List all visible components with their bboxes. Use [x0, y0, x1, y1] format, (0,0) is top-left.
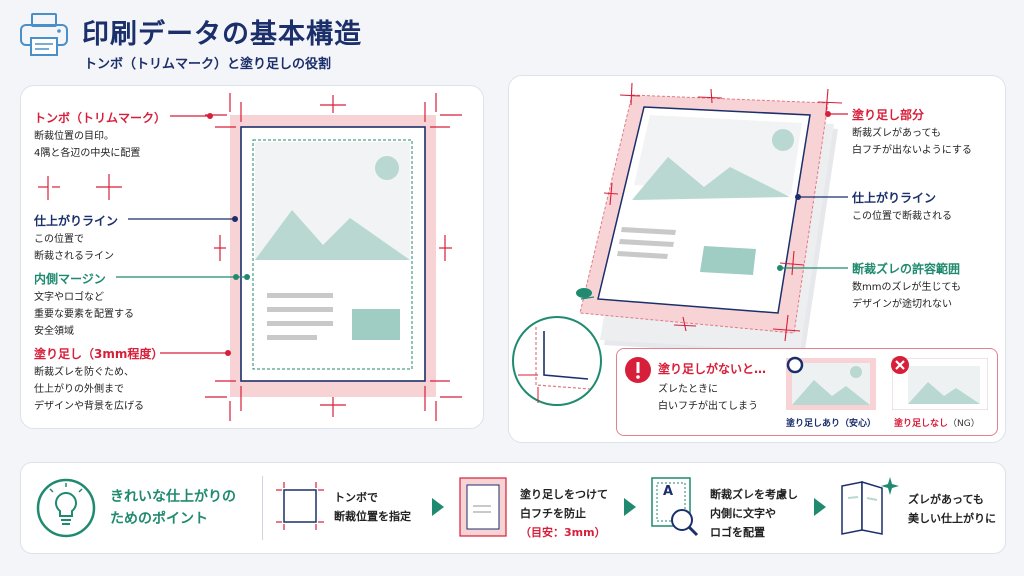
printer-icon	[20, 13, 68, 56]
page-title: 印刷データの基本構造	[82, 19, 362, 50]
warning-title: 塗り足しがないと…	[658, 362, 767, 376]
bleed-desc: 断裁ズレを防ぐため、 仕上がりの外側まで デザインや背景を広げる	[34, 367, 144, 412]
inner-margin-desc: 文字やロゴなど 重要な要素を配置する 安全領域	[34, 292, 134, 337]
inner-margin-label: 内側マージン	[34, 272, 106, 286]
lightbulb-icon	[36, 478, 96, 538]
trim-marks-label: トンボ（トリムマーク）	[34, 111, 167, 125]
arrow-right-icon	[814, 498, 826, 516]
magnifier-icon	[651, 477, 699, 537]
page-subtitle: トンボ（トリムマーク）と塗り足しの役割	[84, 57, 332, 72]
warning-desc: ズレたときに 白いフチが出てしまう	[658, 384, 758, 412]
trim-marks-desc: 断裁位置の目印。 4隅と各辺の中央に配置	[34, 131, 141, 159]
bleed-label: 塗り足し（3mm程度）	[34, 347, 164, 361]
without-bleed-caption: 塗り足しなし（NG）	[894, 419, 980, 429]
tolerance-label: 断裁ズレの許容範囲	[852, 262, 961, 276]
without-bleed-thumbnail	[892, 358, 988, 410]
sparkle-icon	[881, 477, 899, 495]
bleed-part-desc: 断裁ズレがあっても 白フチが出ないようにする	[852, 128, 972, 156]
step-4-text: ズレがあっても 美しい仕上がりに	[908, 493, 996, 525]
cross-circle-icon	[891, 356, 909, 374]
crop-mark-icon	[276, 482, 324, 530]
finish-line-label: 仕上がりライン	[34, 214, 119, 228]
warning-icon	[625, 357, 651, 383]
page-structure-diagram	[116, 93, 462, 421]
with-bleed-caption: 塗り足しあり（安心）	[786, 419, 877, 429]
check-circle-icon	[786, 356, 804, 374]
crop-mark-icon	[38, 174, 122, 200]
tolerance-desc: 数mmのズレが生じても デザインが途切れない	[852, 282, 961, 310]
tips-heading: きれいな仕上がりの ためのポイント	[110, 489, 236, 527]
finish-line-desc: この位置で 断裁されるライン	[34, 234, 114, 262]
step-3-icon-letter: A	[663, 484, 674, 499]
brochure-icon	[841, 480, 883, 535]
bleed-page-icon	[459, 477, 507, 537]
tips-divider	[262, 476, 263, 540]
tilted-page-diagram	[512, 82, 848, 406]
arrow-right-icon	[624, 498, 636, 516]
finish-line-desc-right: この位置で断裁される	[852, 211, 952, 222]
step-1-text: トンボで 断裁位置を指定	[334, 491, 411, 523]
finish-line-label-right: 仕上がりライン	[852, 191, 937, 205]
step-3-text: 断裁ズレを考慮し 内側に文字や ロゴを配置	[710, 488, 798, 539]
arrow-right-icon	[432, 498, 444, 516]
step-2-text: 塗り足しをつけて 白フチを防止 （目安：3mm）	[520, 488, 608, 539]
ng-suffix: （NG）	[948, 419, 980, 429]
bleed-part-label: 塗り足し部分	[852, 108, 925, 122]
